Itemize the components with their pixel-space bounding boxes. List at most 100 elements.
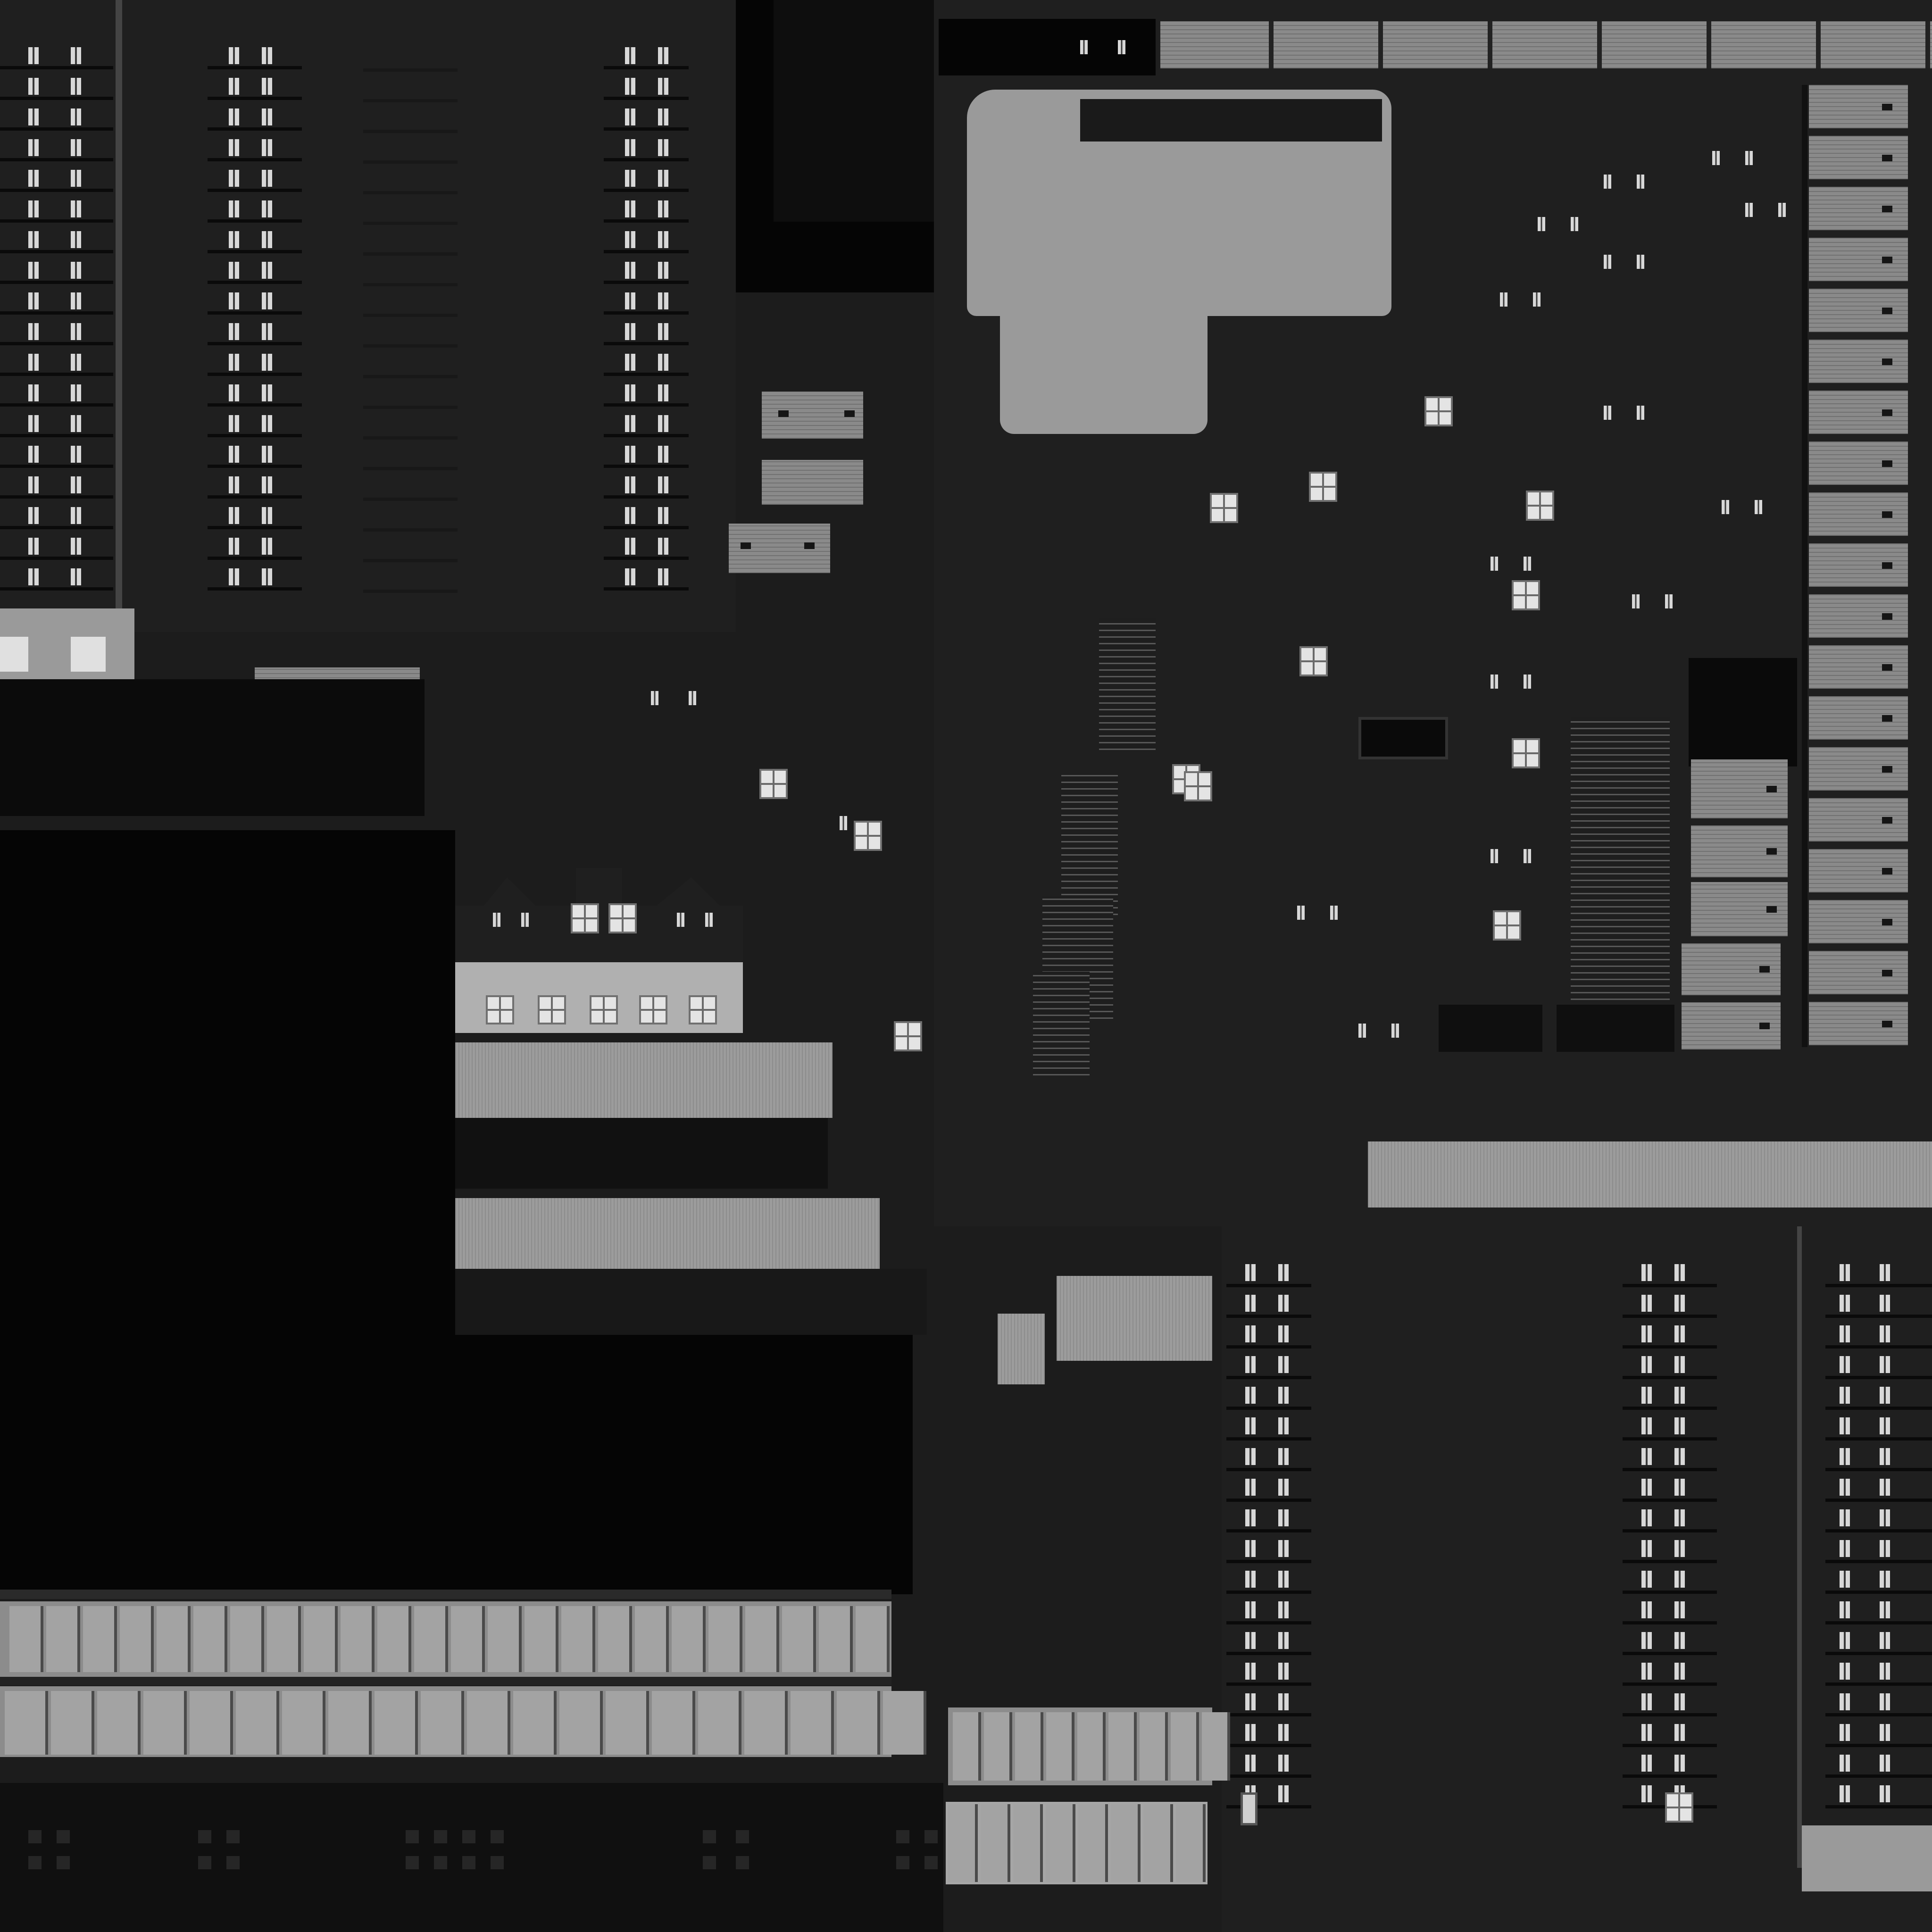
- brick-panel: [1809, 391, 1908, 434]
- dark-block-right: [1689, 658, 1797, 766]
- storefront-vent: [491, 1856, 504, 1869]
- storefront-bay: [598, 1606, 632, 1672]
- brick-vent: [1766, 785, 1777, 792]
- brick-vent: [1882, 664, 1892, 671]
- tower-window: [1674, 1448, 1685, 1465]
- floor-ledge: [1623, 1437, 1717, 1441]
- floor-ledge: [1226, 1591, 1311, 1594]
- stair-panel-right: [1571, 717, 1670, 1000]
- floor-ledge: [1825, 1652, 1932, 1655]
- floor-ledge: [0, 557, 113, 560]
- storefront-vent: [703, 1856, 716, 1869]
- siding-strip-1: [455, 1042, 833, 1118]
- tower-window: [1641, 1295, 1652, 1312]
- floor-ledge: [363, 222, 458, 225]
- floor-ledge: [1623, 1774, 1717, 1778]
- brick-panel: [1809, 645, 1908, 689]
- tower-window: [625, 231, 635, 248]
- tower-window: [28, 170, 39, 187]
- tower-window: [71, 47, 81, 64]
- storefront-bay: [819, 1606, 853, 1672]
- storefront-vent: [924, 1830, 938, 1843]
- floor-ledge: [208, 97, 302, 100]
- floor-ledge: [604, 127, 689, 131]
- tower-window: [1278, 1387, 1289, 1404]
- tower-window: [1674, 1417, 1685, 1434]
- tower-window: [1330, 906, 1338, 920]
- tower-window: [229, 476, 239, 493]
- floor-ledge: [604, 281, 689, 284]
- tower-window: [651, 691, 658, 705]
- brick-strip-divider: [1269, 21, 1274, 68]
- tower-window: [262, 384, 272, 401]
- floor-ledge: [0, 465, 113, 468]
- tower-window: [1880, 1601, 1890, 1618]
- floor-ledge: [1623, 1591, 1717, 1594]
- storefront-vent: [28, 1830, 42, 1843]
- tower-window: [229, 415, 239, 432]
- floor-ledge: [604, 557, 689, 560]
- brick-vent: [1882, 817, 1892, 824]
- storefront-vent: [406, 1830, 419, 1843]
- tower-window: [1533, 292, 1541, 307]
- brick-vent: [1882, 562, 1892, 569]
- floor-ledge: [604, 403, 689, 407]
- utility-box: [1439, 1005, 1542, 1052]
- brick-vent: [1882, 766, 1892, 773]
- tower-window: [262, 568, 272, 585]
- brick-panel: [1809, 441, 1908, 485]
- floor-ledge: [1623, 1499, 1717, 1502]
- tower-window: [1840, 1663, 1850, 1680]
- tower-window: [1491, 849, 1498, 863]
- storefront-bay: [652, 1691, 695, 1755]
- tower-window: [262, 170, 272, 187]
- floor-ledge: [1226, 1774, 1311, 1778]
- tower-window: [1278, 1417, 1289, 1434]
- tower-window: [1245, 1295, 1256, 1312]
- storefront-bay: [304, 1606, 338, 1672]
- storefront-bay: [837, 1691, 880, 1755]
- tower-window: [658, 507, 668, 524]
- brick-vent: [1882, 206, 1892, 212]
- storefront-bay: [513, 1691, 557, 1755]
- tower-window: [1641, 1417, 1652, 1434]
- tower-window: [1880, 1632, 1890, 1649]
- tower-window: [71, 262, 81, 279]
- multi-pane-window: [1493, 910, 1521, 941]
- plaster-top-shadow: [1080, 99, 1382, 142]
- floor-ledge: [1623, 1376, 1717, 1379]
- brick-vent: [1882, 155, 1892, 161]
- rowhouse-window: [493, 913, 500, 927]
- storefront-bay: [635, 1606, 669, 1672]
- tower-window: [625, 139, 635, 156]
- tower-window: [262, 354, 272, 371]
- brick-panel: [1809, 238, 1908, 281]
- floor-ledge: [208, 557, 302, 560]
- brick-strip-divider: [1378, 21, 1383, 68]
- tower-window: [1278, 1509, 1289, 1526]
- tower-window: [71, 139, 81, 156]
- storefront-vent: [434, 1830, 447, 1843]
- tower-window: [658, 323, 668, 340]
- tower-window: [1491, 557, 1498, 571]
- multi-pane-window: [759, 769, 788, 799]
- floor-ledge: [604, 587, 689, 591]
- tower-window: [1245, 1417, 1256, 1434]
- tower-window: [625, 200, 635, 217]
- tower-window: [658, 108, 668, 125]
- brick-panel: [1809, 136, 1908, 179]
- tower-window: [1880, 1479, 1890, 1496]
- tower-window: [262, 231, 272, 248]
- storefront-bay: [267, 1606, 301, 1672]
- brick-panel: [1809, 747, 1908, 791]
- tower-window: [28, 292, 39, 309]
- storefront-vent: [491, 1830, 504, 1843]
- multi-pane-window: [1309, 472, 1337, 502]
- storefront-bay: [1046, 1804, 1075, 1882]
- tower-window: [1880, 1540, 1890, 1557]
- storefront-bay: [377, 1606, 411, 1672]
- tower-window: [1491, 675, 1498, 689]
- tower-window: [229, 568, 239, 585]
- floor-ledge: [0, 66, 113, 69]
- tower-window: [1880, 1663, 1890, 1680]
